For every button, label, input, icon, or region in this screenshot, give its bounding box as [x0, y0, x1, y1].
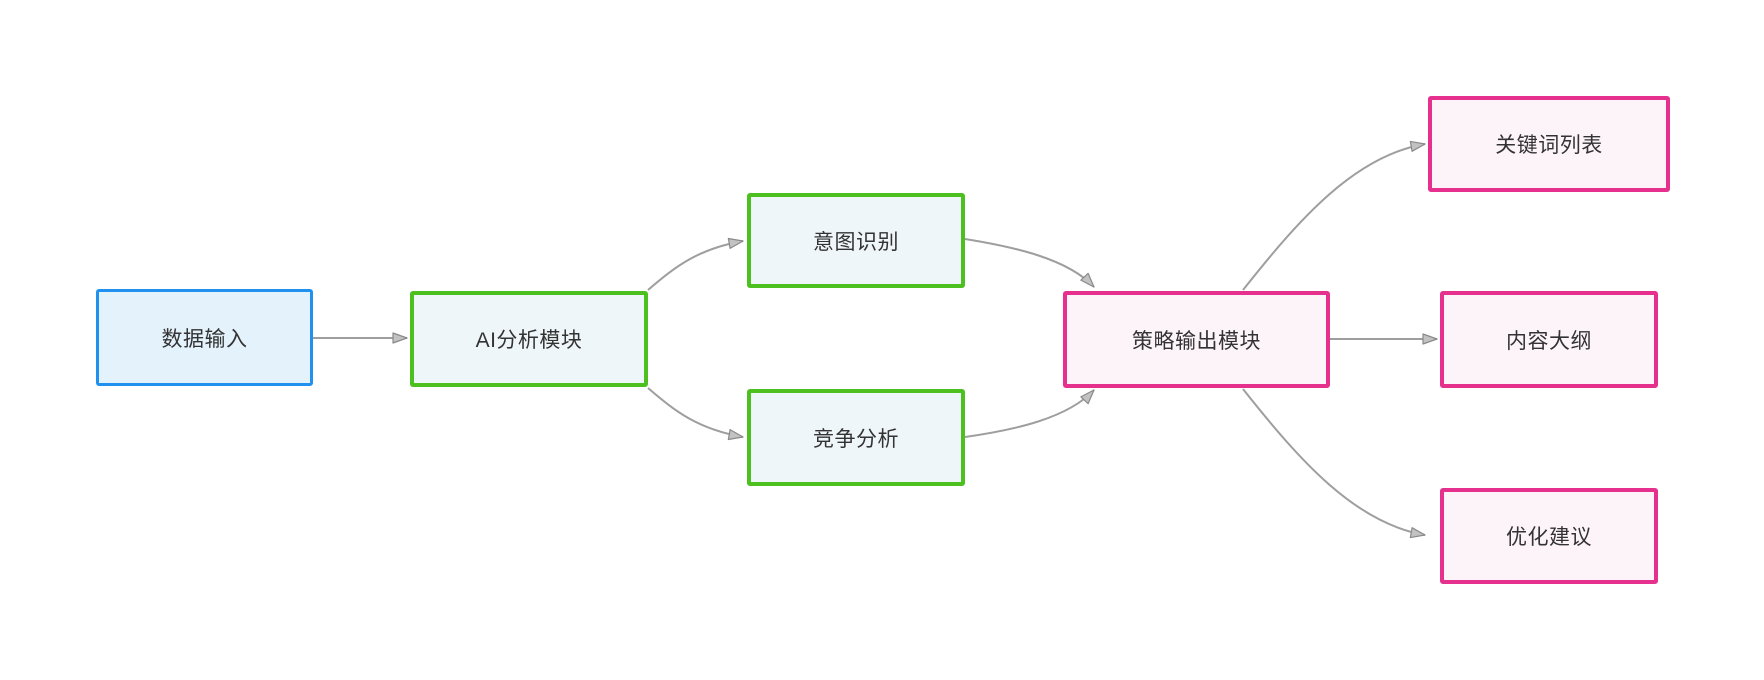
node-intent-recognition-label: 意图识别 [813, 230, 899, 254]
node-strategy-output-label: 策略输出模块 [1132, 329, 1261, 353]
node-ai-module: AI分析模块 [410, 291, 648, 387]
node-keyword-list: 关键词列表 [1428, 96, 1670, 192]
edge-ai-module-to-intent-recognition [647, 237, 744, 291]
node-competitive-analysis: 竞争分析 [747, 389, 965, 486]
node-optimization-suggestions-label: 优化建议 [1506, 526, 1592, 549]
node-content-outline: 内容大纲 [1440, 291, 1658, 388]
node-intent-recognition: 意图识别 [747, 193, 965, 288]
edge-strategy-output-to-keyword-list [1242, 140, 1426, 291]
node-optimization-suggestions: 优化建议 [1440, 488, 1658, 584]
node-competitive-analysis-label: 竞争分析 [813, 427, 899, 451]
edge-strategy-output-to-optimization-suggestions [1242, 388, 1426, 539]
node-ai-module-label: AI分析模块 [475, 329, 583, 352]
node-data-input: 数据输入 [96, 289, 313, 386]
node-data-input-label: 数据输入 [161, 327, 248, 351]
edge-intent-recognition-to-strategy-output [964, 238, 1095, 288]
edge-ai-module-to-competitive-analysis [647, 387, 744, 441]
node-keyword-list-label: 关键词列表 [1495, 134, 1603, 157]
node-strategy-output: 策略输出模块 [1063, 291, 1330, 388]
node-content-outline-label: 内容大纲 [1506, 329, 1592, 353]
edge-competitive-analysis-to-strategy-output [964, 389, 1095, 438]
